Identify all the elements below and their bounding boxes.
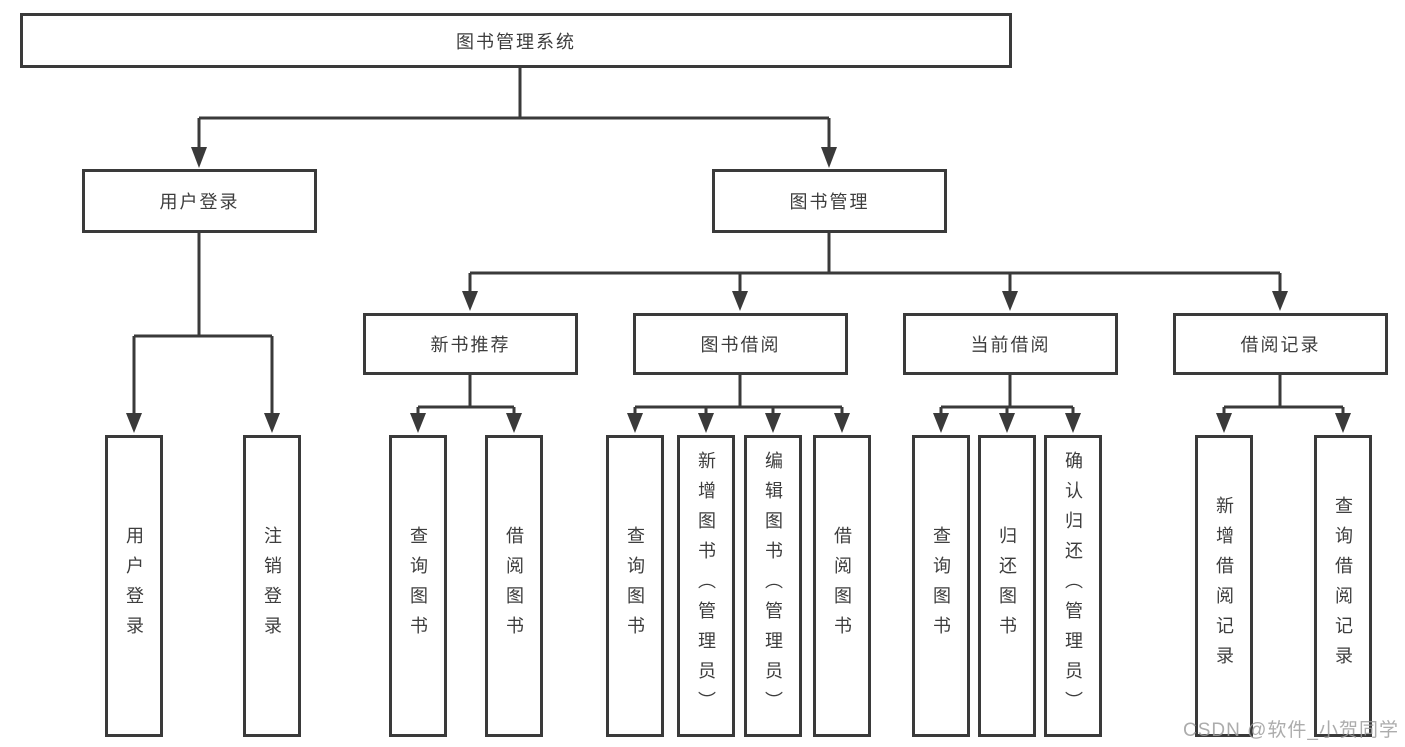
node-add-borrow-record-label: 新增借阅记录: [1214, 496, 1234, 676]
arrowheads-level2: [191, 147, 837, 168]
node-query-books-current: 查询图书: [912, 435, 970, 737]
node-borrow-books-recommend: 借阅图书: [485, 435, 543, 737]
connector-borrow-records-to-leaves: [1222, 375, 1345, 416]
node-user-login: 用户登录: [82, 169, 317, 233]
arrowheads-borrow-records-leaves: [1216, 413, 1351, 433]
node-current-borrowing: 当前借阅: [903, 313, 1118, 375]
node-confirm-return-admin-label: 确认归还（管理员）: [1063, 451, 1083, 721]
node-query-books-borrowing: 查询图书: [606, 435, 664, 737]
arrowheads-level3: [462, 291, 1288, 311]
connector-book-borrow-to-leaves: [633, 375, 844, 416]
node-confirm-return-admin: 确认归还（管理员）: [1044, 435, 1102, 737]
node-query-books-borrowing-label: 查询图书: [625, 526, 645, 646]
connector-new-book-to-leaves: [416, 375, 516, 416]
arrowheads-new-book-leaves: [410, 413, 522, 433]
node-add-books-admin: 新增图书（管理员）: [677, 435, 735, 737]
node-book-borrowing: 图书借阅: [633, 313, 848, 375]
connector-book-management-to-level3: [468, 233, 1282, 294]
node-borrow-books-label: 借阅图书: [832, 526, 852, 646]
node-query-books-current-label: 查询图书: [931, 526, 951, 646]
node-borrow-books: 借阅图书: [813, 435, 871, 737]
node-query-books-recommend-label: 查询图书: [408, 526, 428, 646]
node-borrow-books-recommend-label: 借阅图书: [504, 526, 524, 646]
arrowheads-user-login-leaves: [126, 413, 280, 433]
arrowheads-current-borrow-leaves: [933, 413, 1081, 433]
node-query-books-recommend: 查询图书: [389, 435, 447, 737]
node-return-books-label: 归还图书: [997, 526, 1017, 646]
connector-current-borrow-to-leaves: [939, 375, 1075, 416]
node-book-management: 图书管理: [712, 169, 947, 233]
node-borrowing-records: 借阅记录: [1173, 313, 1388, 375]
node-logout: 注销登录: [243, 435, 301, 737]
node-add-books-admin-label: 新增图书（管理员）: [696, 451, 716, 721]
csdn-watermark: CSDN @软件_小贺同学: [1183, 720, 1399, 741]
connector-root-to-level2: [197, 68, 831, 149]
node-query-borrow-record: 查询借阅记录: [1314, 435, 1372, 737]
node-user-login-leaf: 用户登录: [105, 435, 163, 737]
node-return-books: 归还图书: [978, 435, 1036, 737]
node-new-book-recommendation: 新书推荐: [363, 313, 578, 375]
node-edit-books-admin: 编辑图书（管理员）: [744, 435, 802, 737]
node-user-login-leaf-label: 用户登录: [124, 526, 144, 646]
connector-user-login-to-leaves: [132, 233, 274, 416]
node-edit-books-admin-label: 编辑图书（管理员）: [763, 451, 783, 721]
node-library-management-system: 图书管理系统: [20, 13, 1012, 68]
node-add-borrow-record: 新增借阅记录: [1195, 435, 1253, 737]
arrowheads-book-borrow-leaves: [627, 413, 850, 433]
node-query-borrow-record-label: 查询借阅记录: [1333, 496, 1353, 676]
node-logout-label: 注销登录: [262, 526, 282, 646]
